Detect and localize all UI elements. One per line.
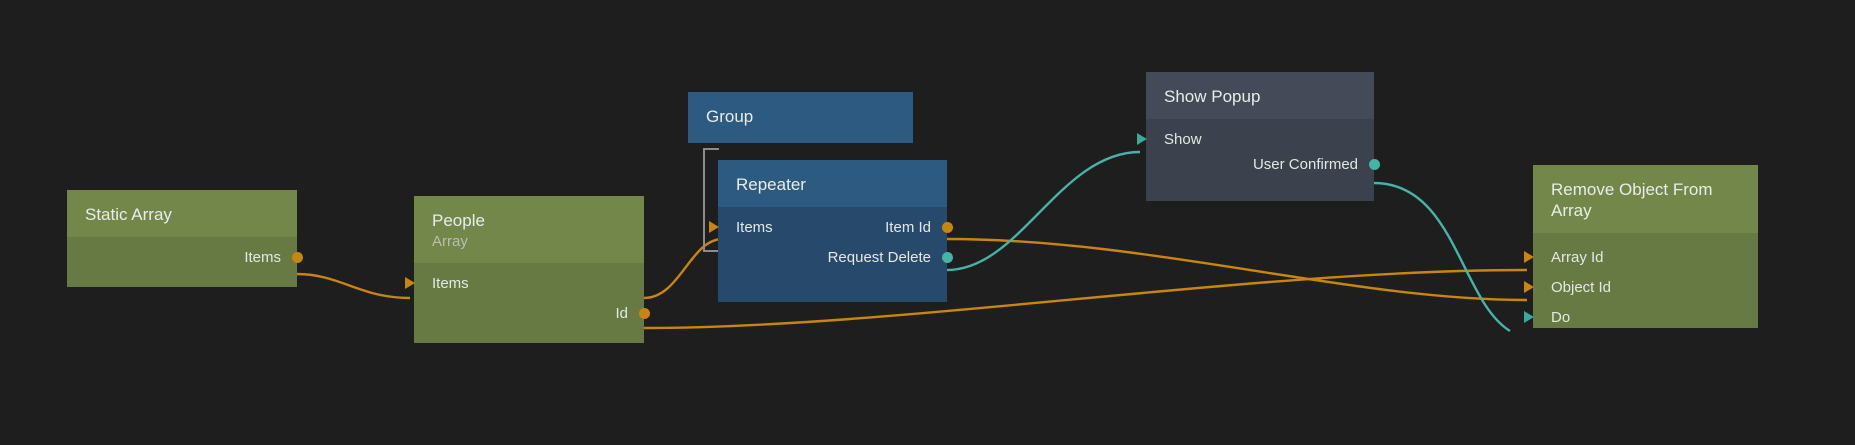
wire-request-delete-to-show [946, 150, 1141, 272]
node-repeater-body: Items Item Id Request Delete [709, 207, 953, 302]
port-dot-static-array-items[interactable] [292, 252, 303, 263]
node-people-title: People [432, 211, 485, 230]
node-show-popup-body: Show User Confirmed [1137, 119, 1380, 201]
port-label: Items [244, 249, 281, 266]
port-label: Array Id [1551, 249, 1604, 266]
port-dot-people-id[interactable] [639, 308, 650, 319]
port-remove-object-id[interactable]: Object Id [1533, 275, 1758, 300]
node-show-popup-title: Show Popup [1164, 87, 1261, 106]
node-remove-object-from-array-title: Remove Object From Array [1551, 180, 1713, 220]
port-dot-repeater-request-delete[interactable] [942, 252, 953, 263]
port-arrow-people-items[interactable] [405, 277, 415, 289]
node-people[interactable]: People Array Items Id [405, 196, 650, 343]
port-dot-repeater-item-id[interactable] [942, 222, 953, 233]
node-people-body: Items Id [405, 263, 650, 343]
node-group-header: Group [688, 92, 913, 143]
port-remove-array-id[interactable]: Array Id [1533, 245, 1758, 270]
port-people-items[interactable]: Items [414, 271, 644, 296]
port-repeater-request-delete[interactable]: Request Delete [718, 245, 947, 270]
node-remove-object-from-array-header: Remove Object From Array [1533, 165, 1758, 233]
port-people-id[interactable]: Id [414, 301, 644, 326]
wire-user-confirmed-to-do [1373, 181, 1511, 333]
node-remove-object-from-array[interactable]: Remove Object From Array Array Id Object… [1524, 165, 1758, 330]
port-repeater-item-id[interactable]: Item Id [718, 215, 947, 240]
node-group-title: Group [706, 107, 754, 126]
port-arrow-show-popup-show[interactable] [1137, 133, 1147, 145]
node-repeater-header: Repeater [718, 160, 947, 207]
node-show-popup-header: Show Popup [1146, 72, 1374, 119]
node-show-popup[interactable]: Show Popup Show User Confirmed [1137, 72, 1380, 201]
node-static-array-header: Static Array [67, 190, 297, 237]
port-label: Id [615, 305, 628, 322]
node-group[interactable]: Group [688, 92, 913, 143]
port-label: Request Delete [827, 249, 931, 266]
port-arrow-remove-object-id[interactable] [1524, 281, 1534, 293]
port-label: Object Id [1551, 279, 1612, 296]
node-static-array-title: Static Array [85, 205, 172, 224]
port-label: Items [736, 219, 773, 236]
wire-static-array-items-to-people-items [296, 272, 411, 300]
node-remove-object-from-array-body: Array Id Object Id Do [1524, 233, 1758, 330]
port-arrow-remove-array-id[interactable] [1524, 251, 1534, 263]
port-arrow-repeater-items[interactable] [709, 221, 719, 233]
node-people-subtitle: Array [432, 233, 468, 250]
port-label: Items [432, 275, 469, 292]
port-label: Do [1551, 309, 1571, 326]
port-repeater-items[interactable]: Items [718, 215, 947, 240]
port-arrow-remove-do[interactable] [1524, 311, 1534, 323]
port-label: Item Id [885, 219, 931, 236]
group-repeater-bracket [703, 148, 719, 252]
port-label: User Confirmed [1252, 156, 1358, 173]
node-static-array-body: Items [67, 237, 303, 287]
wire-repeater-itemid-to-object-id [946, 237, 1528, 302]
node-people-header: People Array [414, 196, 644, 263]
port-static-array-items[interactable]: Items [67, 245, 297, 270]
port-remove-do[interactable]: Do [1533, 305, 1758, 330]
port-dot-show-popup-user-confirmed[interactable] [1369, 159, 1380, 170]
node-static-array[interactable]: Static Array Items [67, 190, 303, 287]
port-show-popup-user-confirmed[interactable]: User Confirmed [1146, 152, 1374, 177]
node-repeater[interactable]: Repeater Items Item Id Request Delete [709, 160, 953, 302]
port-show-popup-show[interactable]: Show [1146, 127, 1374, 152]
port-label: Show [1164, 131, 1202, 148]
node-repeater-title: Repeater [736, 175, 806, 194]
